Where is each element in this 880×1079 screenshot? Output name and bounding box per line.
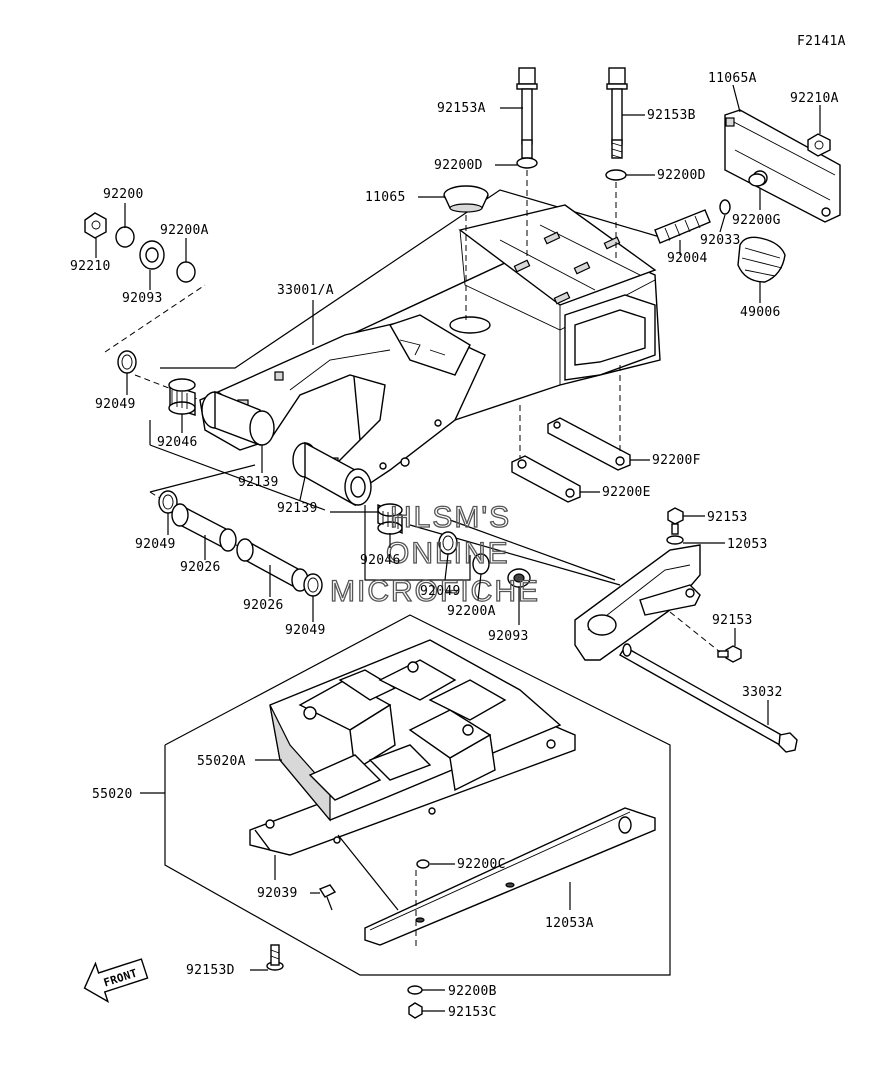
plate-92200E [511,455,581,503]
label-92200E: 92200E [602,485,651,500]
label-55020: 55020 [92,787,133,802]
sleeve-92026-a [171,503,237,552]
label-33032: 33032 [742,685,783,700]
washer-92200B [407,985,423,995]
collar-12053 [666,535,684,545]
shaft-33032 [619,643,798,753]
bearing-92046-a [168,378,196,416]
label-92093-mid: 92093 [488,629,529,644]
label-92210A: 92210A [790,91,839,106]
front-arrow-icon: FRONT [83,958,149,1004]
label-92200D-left: 92200D [434,158,483,173]
swingarm [199,204,661,507]
watermark-line-2: ONLINE [386,537,510,570]
label-92004: 92004 [667,251,708,266]
washer-92200D-left [516,157,538,169]
label-92200G: 92200G [732,213,781,228]
washer-92200D-right [605,169,627,181]
label-92200B: 92200B [448,984,497,999]
skid-group-outline [164,614,671,976]
label-92049-a: 92049 [95,397,136,412]
label-92026-a: 92026 [180,560,221,575]
label-92200C: 92200C [457,857,506,872]
label-92200F: 92200F [652,453,701,468]
cap-11065 [443,185,489,213]
label-49006: 49006 [740,305,781,320]
label-92153B: 92153B [647,108,696,123]
seal-92049-d [438,531,458,555]
bolt-92153A [516,67,538,159]
part-labels: 92153A 92153B 11065A 92210A 92200D 92200… [70,71,839,1020]
bolt-92153-lower [717,645,742,663]
plate-92200F [547,417,631,471]
label-92139-b: 92139 [277,501,318,516]
watermark-line-3: MICROFICHE [330,575,540,608]
bolt-92153-upper [667,507,684,535]
seal-92049-c [303,573,323,597]
label-92049-b: 92049 [135,537,176,552]
sleeve-92026-b [236,538,309,592]
stud-92004 [654,209,711,244]
washer-92200C [416,859,430,869]
label-92139-a: 92139 [238,475,279,490]
washer-92200G [748,173,766,187]
nut-92210 [84,212,107,239]
label-92200D-right: 92200D [657,168,706,183]
label-12053: 12053 [727,537,768,552]
label-92200A-top: 92200A [160,223,209,238]
label-92153-upper: 92153 [707,510,748,525]
clip-92033 [719,199,731,215]
boot-49006 [737,236,786,283]
label-92046-b: 92046 [360,553,401,568]
label-92033: 92033 [700,233,741,248]
label-92046-a: 92046 [157,435,198,450]
label-55020A: 55020A [197,754,246,769]
label-92039: 92039 [257,886,298,901]
label-92153C: 92153C [448,1005,497,1020]
label-92200: 92200 [103,187,144,202]
label-92200A-mid: 92200A [447,604,496,619]
nut-92210A [807,133,831,157]
label-33001A: 33001/A [277,283,334,298]
label-92026-b: 92026 [243,598,284,613]
diagram-code: F2141A [797,34,846,49]
label-92153A: 92153A [437,101,486,116]
label-92049-c: 92049 [285,623,326,638]
label-92210: 92210 [70,259,111,274]
seal-92049-a [117,350,137,374]
label-92153-lower: 92153 [712,613,753,628]
bolt-92153C [408,1002,423,1019]
bolt-92153B [606,67,628,159]
label-92093-top: 92093 [122,291,163,306]
label-92153D: 92153D [186,963,235,978]
collar-92093-top [139,240,165,270]
bearing-92046-b [377,503,403,535]
washer-92200 [115,226,135,248]
label-11065: 11065 [365,190,406,205]
chain-guide-12053 [574,544,701,661]
watermark-line-1: HLSM'S [390,501,511,534]
label-12053A: 12053A [545,916,594,931]
chain-guard-11065A [724,109,841,223]
rivet-92039 [318,884,337,911]
label-11065A: 11065A [708,71,757,86]
bolt-92153D [266,944,284,971]
leader-lines [95,84,821,1012]
skid-plate-55020A [249,639,576,856]
slider-12053A [364,807,656,946]
washer-92200A-top [176,261,196,283]
watermark: HLSM'S ONLINE MICROFICHE [329,500,540,608]
label-92049-d: 92049 [420,584,461,599]
